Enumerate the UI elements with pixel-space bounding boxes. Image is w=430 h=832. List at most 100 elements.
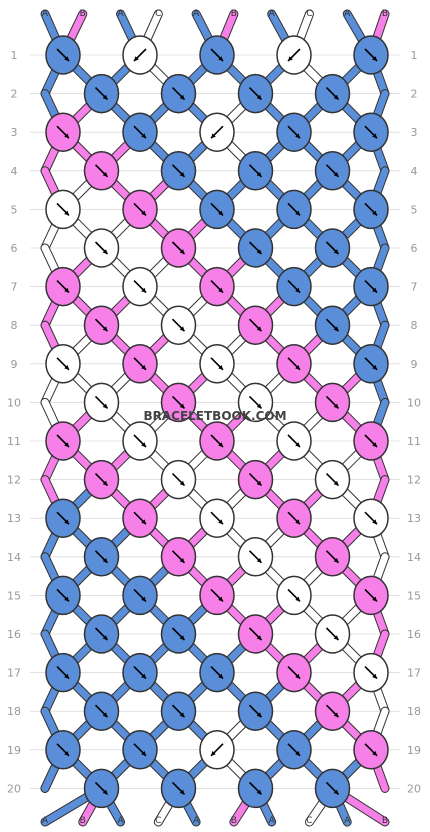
knot-arrow-head <box>295 365 300 370</box>
knot-arrow-head <box>256 789 262 795</box>
knot-arrow-head <box>179 558 185 563</box>
bottom-strand-letter: C <box>306 816 312 826</box>
row-number-left: 15 <box>7 589 21 602</box>
row-number-left: 6 <box>11 242 18 255</box>
knot-arrow-head <box>256 249 262 254</box>
bottom-strand-letter: B <box>80 816 86 826</box>
top-strand-letter: A <box>193 9 200 19</box>
knot-arrow-head <box>218 210 223 216</box>
knot-arrow-head <box>102 172 108 177</box>
row-number-left: 10 <box>7 396 21 409</box>
row-number-left: 9 <box>11 358 18 371</box>
knot-arrow-head <box>64 210 69 216</box>
row-number-left: 7 <box>11 281 18 294</box>
knot-arrow-head <box>218 365 223 370</box>
knot-arrow-head <box>179 403 185 409</box>
knot-arrow-head <box>295 287 300 293</box>
knot-arrow-head <box>256 94 262 100</box>
knot-arrow-head <box>333 789 339 795</box>
row-number-left: 12 <box>7 474 21 487</box>
knot-arrow-head <box>295 596 300 602</box>
row-number-left: 3 <box>11 126 18 139</box>
knot-arrow-head <box>141 596 146 602</box>
knot-arrow-head <box>179 789 185 795</box>
top-strand-letter: B <box>382 9 388 19</box>
knot-arrow-head <box>179 94 185 100</box>
knot-arrow-head <box>372 210 377 216</box>
knot-arrow-head <box>102 403 108 409</box>
row-number-right: 8 <box>411 319 418 332</box>
knot-arrow-head <box>179 249 185 254</box>
knot-arrow-head <box>295 210 300 216</box>
row-number-right: 9 <box>411 358 418 371</box>
row-number-left: 20 <box>7 782 21 795</box>
knot-arrow-head <box>179 712 185 718</box>
top-strand-letter: C <box>306 9 312 19</box>
knot-arrow-head <box>372 442 377 447</box>
knot-arrow-head <box>218 442 223 447</box>
knot-arrow-head <box>141 365 146 370</box>
row-number-right: 10 <box>407 396 421 409</box>
row-number-left: 8 <box>11 319 18 332</box>
bottom-strand-letter: A <box>193 816 200 826</box>
knot-arrow-head <box>333 712 339 718</box>
row-number-left: 1 <box>11 49 18 62</box>
knot-arrow-head <box>295 751 300 756</box>
knot-arrow-head <box>372 673 377 679</box>
knot-arrow-head <box>211 133 216 139</box>
top-strand-letter: A <box>117 9 124 19</box>
top-strand-letter: A <box>42 9 49 19</box>
row-number-right: 4 <box>411 165 418 178</box>
knot-arrow-head <box>333 403 339 409</box>
knot-arrow-head <box>218 596 223 602</box>
knot-arrow-head <box>372 751 377 756</box>
knot-arrow-head <box>64 519 69 525</box>
knot-arrow-head <box>102 326 108 332</box>
knot-arrow-head <box>141 287 146 293</box>
knot-arrow-head <box>64 56 69 61</box>
row-number-right: 3 <box>411 126 418 139</box>
row-number-left: 11 <box>7 435 21 448</box>
row-number-left: 18 <box>7 705 21 718</box>
watermark-text: BRACELETBOOK.COM <box>143 409 286 423</box>
knot-arrow-head <box>218 673 223 679</box>
top-strand-letter: A <box>344 9 351 19</box>
row-number-right: 18 <box>407 705 421 718</box>
top-strand-letter: A <box>269 9 276 19</box>
knot-arrow-head <box>218 56 223 61</box>
knot-arrow-head <box>333 480 339 486</box>
knot-arrow-head <box>102 712 108 718</box>
knot-arrow-head <box>333 249 339 254</box>
knot-grid <box>45 35 389 809</box>
row-number-left: 2 <box>11 88 18 101</box>
knot-arrow-head <box>179 635 185 640</box>
knot-arrow-head <box>134 56 139 61</box>
row-number-right: 15 <box>407 589 421 602</box>
bottom-strand-letter: A <box>117 816 124 826</box>
knot-arrow-head <box>256 480 262 486</box>
knot-arrow-head <box>102 94 108 100</box>
knot-arrow-head <box>179 326 185 332</box>
knot-arrow-head <box>64 673 69 679</box>
knot-arrow-head <box>256 635 262 640</box>
knot-arrow-head <box>64 287 69 293</box>
knot-arrow-head <box>218 519 223 525</box>
knot-arrow-head <box>102 558 108 563</box>
knot-arrow-head <box>211 751 216 756</box>
knot-arrow-head <box>256 172 262 177</box>
row-number-right: 17 <box>407 667 421 680</box>
knot-arrow-head <box>256 403 262 409</box>
row-number-right: 12 <box>407 474 421 487</box>
bottom-strand-letter: A <box>42 816 49 826</box>
knot-arrow-head <box>333 326 339 332</box>
knot-arrow-head <box>102 480 108 486</box>
row-number-left: 5 <box>11 203 18 216</box>
knot-arrow-head <box>141 442 146 447</box>
knot-arrow-head <box>372 56 377 61</box>
knot-arrow-head <box>256 326 262 332</box>
knot-arrow-head <box>372 365 377 370</box>
row-number-right: 11 <box>407 435 421 448</box>
